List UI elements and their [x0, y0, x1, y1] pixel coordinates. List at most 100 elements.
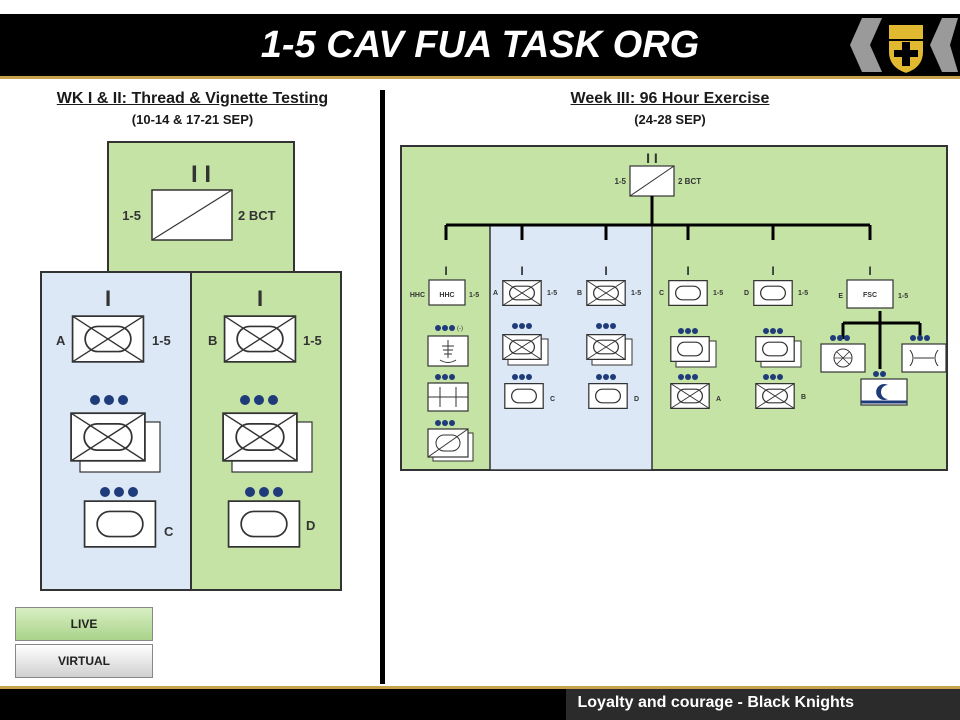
co-a-armor-symbol	[502, 280, 542, 306]
co-a-parent: 1-5	[547, 290, 557, 297]
co-b-sub-letter: D	[306, 518, 315, 533]
co-e-letter: E	[838, 293, 843, 300]
co-b-parent: 1-5	[631, 290, 641, 297]
platoon-dots	[512, 323, 532, 329]
platoon-dots	[435, 374, 455, 380]
co-c-letter: C	[659, 290, 664, 297]
platoon-dots	[910, 335, 930, 341]
chevron-icon	[850, 18, 882, 72]
hhc-symbol	[428, 279, 466, 306]
co-a-echelon: I	[105, 286, 111, 311]
fsc-box-label: FSC	[863, 292, 877, 299]
bn-hq-slash	[629, 165, 675, 197]
platoon-dots	[596, 374, 616, 380]
title-bar	[0, 14, 960, 76]
left-dates: (10-14 & 17-21 SEP)	[131, 112, 254, 127]
co-c-cav-symbol	[668, 280, 708, 306]
co-d-parent: 1-5	[798, 290, 808, 297]
armor-platoon-symbol	[222, 412, 298, 462]
mortar-platoon-symbol	[427, 382, 469, 412]
page-title: 1-5 CAV FUA TASK ORG	[260, 24, 700, 66]
gold-rule	[0, 76, 960, 79]
footer-motto: Loyalty and courage - Black Knights	[577, 694, 855, 711]
sub-a-label: A	[716, 396, 721, 403]
co-d-cav-symbol	[753, 280, 793, 306]
platoon-dots	[240, 395, 278, 405]
co-a-echelon: I	[520, 264, 523, 278]
unit-crest-icon	[887, 23, 925, 76]
platoon-dots	[90, 395, 128, 405]
crest-area	[850, 18, 958, 76]
footer-motto-band	[566, 689, 960, 720]
sub-c-label: C	[550, 396, 555, 403]
hq-left-label: 1-5	[122, 208, 141, 223]
hhc-minus: (-)	[457, 326, 463, 332]
platoon-dots	[873, 371, 886, 377]
hhc-echelon: I	[444, 264, 447, 278]
armor-platoon-symbol	[670, 383, 710, 409]
co-c-echelon: I	[686, 264, 689, 278]
co-b-parent: 1-5	[303, 333, 322, 348]
fsc-symbol	[846, 279, 894, 309]
platoon-dots	[763, 328, 783, 334]
bn-echelon: I I	[646, 150, 658, 166]
hhc-box-label: HHC	[439, 292, 454, 299]
platoon-dots	[678, 374, 698, 380]
left-task-org-diagram: I I 1-5 2 BCT I A 1-5 C I B 1-5 D	[40, 141, 342, 591]
platoon-dots	[763, 374, 783, 380]
chevron-icon	[930, 18, 958, 72]
co-b-echelon: I	[257, 286, 263, 311]
right-task-org-diagram: I I 1-5 2 BCT I HHC HHC 1-5 (-)	[400, 145, 948, 471]
sub-d-label: D	[634, 396, 639, 403]
right-heading: Week III: 96 Hour Exercise	[570, 90, 770, 107]
platoon-dots	[435, 420, 455, 426]
hq-echelon: I I	[191, 161, 211, 188]
hq-right-label: 2 BCT	[238, 208, 276, 223]
cav-platoon-symbol	[227, 500, 301, 548]
cav-platoon-symbol	[670, 336, 710, 362]
co-d-echelon: I	[771, 264, 774, 278]
platoon-dots	[100, 487, 138, 497]
legend-virtual: VIRTUAL	[15, 644, 153, 678]
hhc-letter: HHC	[410, 292, 425, 299]
platoon-dots	[678, 328, 698, 334]
co-a-letter: A	[493, 290, 498, 297]
maintenance-platoon-symbol	[820, 343, 866, 373]
co-b-armor-symbol	[223, 315, 297, 363]
co-b-armor-symbol	[586, 280, 626, 306]
cav-platoon-symbol	[755, 336, 795, 362]
bn-right-label: 2 BCT	[678, 177, 701, 186]
armor-platoon-symbol	[755, 383, 795, 409]
hq-symbol-slash	[151, 189, 233, 241]
medical-platoon-symbol	[427, 335, 469, 367]
cav-platoon-symbol	[83, 500, 157, 548]
scout-platoon-symbol	[427, 428, 474, 462]
armor-platoon-symbol	[502, 334, 542, 360]
platoon-dots	[245, 487, 283, 497]
co-a-sub-letter: C	[164, 524, 174, 539]
cav-platoon-symbol	[588, 383, 628, 409]
armor-platoon-symbol	[70, 412, 146, 462]
co-b-letter: B	[577, 290, 582, 297]
cav-platoon-symbol	[504, 383, 544, 409]
co-b-echelon: I	[604, 264, 607, 278]
co-b-letter: B	[208, 333, 217, 348]
platoon-dots	[435, 325, 455, 331]
medical-support-platoon-symbol	[860, 378, 908, 406]
co-e-echelon: I	[868, 264, 871, 278]
platoon-dots	[512, 374, 532, 380]
legend-live: LIVE	[15, 607, 153, 641]
co-a-parent: 1-5	[152, 333, 171, 348]
co-a-armor-symbol	[71, 315, 145, 363]
bn-left-label: 1-5	[614, 177, 626, 186]
hhc-parent: 1-5	[469, 292, 479, 299]
co-e-parent: 1-5	[898, 293, 908, 300]
right-dates: (24-28 SEP)	[634, 112, 706, 127]
co-d-letter: D	[744, 290, 749, 297]
platoon-dots	[830, 335, 850, 341]
supply-platoon-symbol	[901, 343, 947, 373]
sub-b-label: B	[801, 394, 806, 401]
platoon-dots	[596, 323, 616, 329]
left-heading: WK I & II: Thread & Vignette Testing	[56, 90, 329, 107]
armor-platoon-symbol	[586, 334, 626, 360]
